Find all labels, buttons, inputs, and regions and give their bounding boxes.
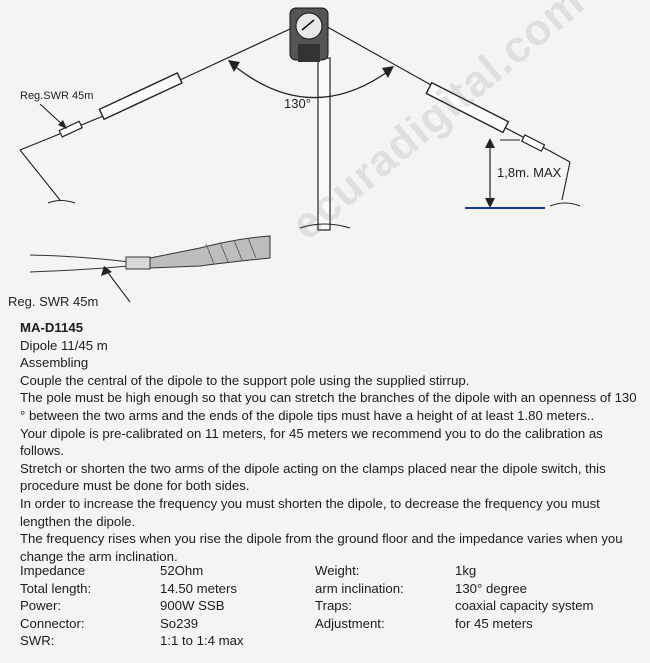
left-clamp — [58, 120, 83, 138]
paragraph: In order to increase the frequency you m… — [20, 495, 600, 529]
spec-row: Connector: So239 Adjustment: for 45 mete… — [20, 615, 635, 633]
spec-label: Adjustment: — [315, 615, 385, 631]
spec-value: 130° degree — [455, 580, 528, 596]
left-trap — [98, 72, 183, 121]
spec-value: 1:1 to 1:4 max — [160, 633, 244, 649]
spec-label: Connector: — [20, 615, 85, 631]
model-code: MA-D1145 — [20, 320, 84, 335]
paragraph: Couple the central of the dipole to the … — [20, 372, 470, 388]
spec-row: Impedance 52Ohm Weight: 1kg — [20, 562, 635, 580]
paragraph: The pole must be high enough so that you… — [20, 390, 637, 423]
spec-row: Power: 900W SSB Traps: coaxial capacity … — [20, 597, 635, 615]
spec-value: coaxial capacity system — [455, 598, 594, 614]
right-trap — [425, 81, 510, 134]
spec-value: So239 — [160, 615, 199, 631]
spec-label: SWR: — [20, 633, 55, 649]
spec-value: 1kg — [455, 563, 477, 578]
spec-label: Weight: — [315, 563, 360, 578]
section-heading: Assembling — [20, 355, 89, 371]
spec-label: arm inclination: — [315, 580, 404, 596]
paragraph: The frequency rises when you rise the di… — [20, 531, 623, 564]
angle-label: 130° — [284, 96, 311, 111]
spec-value: 52Ohm — [160, 563, 204, 578]
reg-swr-label-top: Reg.SWR 45m — [20, 90, 94, 102]
dipole-diagram — [19, 7, 581, 303]
spec-label: Impedance — [20, 563, 86, 578]
left-ground-line — [19, 149, 76, 204]
reg-swr-label-bottom: Reg. SWR 45m — [8, 294, 99, 309]
specs-table: Impedance 52Ohm Weight: 1kg Total length… — [20, 562, 635, 650]
dipole-center-box — [289, 7, 329, 62]
clamp-photo — [29, 235, 271, 273]
angle-arc — [231, 63, 391, 99]
spec-row: Total length: 14.50 meters arm inclinati… — [20, 580, 635, 598]
right-ground-line — [549, 161, 581, 207]
spec-value: 900W SSB — [160, 598, 225, 614]
instructions: MA-D1145 Dipole 11/45 m Assembling Coupl… — [20, 319, 640, 565]
spec-label: Traps: — [315, 598, 352, 614]
height-label: 1,8m. MAX — [497, 165, 562, 180]
product-name: Dipole 11/45 m — [20, 337, 108, 353]
spec-value: 14.50 meters — [160, 580, 237, 596]
spec-row: SWR: 1:1 to 1:4 max — [20, 632, 635, 650]
right-clamp — [520, 134, 546, 152]
paragraph: Stretch or shorten the two arms of the d… — [20, 460, 606, 494]
paragraph: Your dipole is pre-calibrated on 11 mete… — [20, 425, 603, 459]
spec-label: Power: — [20, 598, 62, 614]
spec-value: for 45 meters — [455, 615, 533, 631]
spec-label: Total length: — [20, 580, 92, 596]
